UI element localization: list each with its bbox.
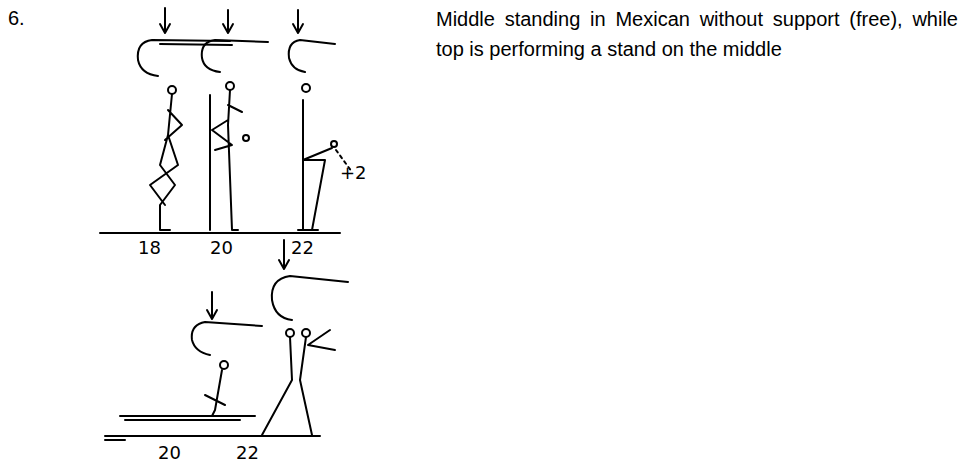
count-number: 20 — [210, 237, 233, 259]
description-text: Middle standing in Mexican without suppo… — [436, 4, 958, 64]
figure-22 — [289, 10, 352, 230]
count-offset: +2 — [340, 162, 367, 184]
figure-bottom-20 — [120, 292, 262, 420]
count-number: 20 — [158, 442, 181, 464]
figure-20 — [202, 10, 268, 230]
figure-number: 6. — [8, 6, 25, 30]
figure-18 — [138, 8, 232, 230]
count-number: 18 — [138, 237, 161, 259]
floor-line — [105, 436, 320, 440]
floor-line — [100, 232, 340, 234]
count-number: 22 — [291, 237, 314, 259]
count-number: 22 — [236, 442, 259, 464]
figure-bottom-22 — [262, 240, 348, 435]
